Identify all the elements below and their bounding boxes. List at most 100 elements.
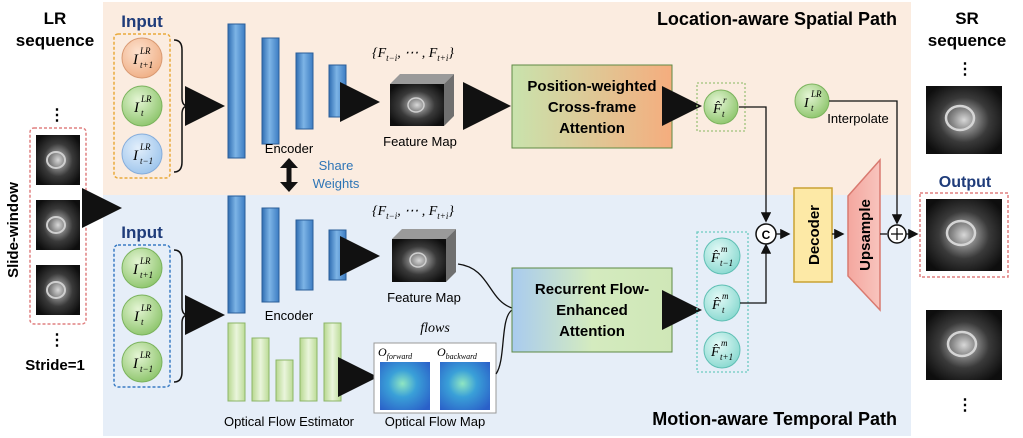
sr-frame-next — [926, 310, 1002, 380]
lr-interpolate-node: I LR t — [794, 83, 830, 119]
svg-text:t−1: t−1 — [720, 258, 733, 268]
spatial-input-t-plus-1: I LR t+1 — [121, 37, 163, 79]
temporal-attention-line3: Attention — [559, 323, 625, 340]
temporal-output-t-minus-1: F̂ m t−1 — [703, 237, 741, 275]
svg-text:LR: LR — [810, 89, 822, 99]
svg-text:F̂: F̂ — [711, 297, 721, 313]
svg-text:t−1: t−1 — [140, 364, 153, 374]
interpolate-line — [829, 100, 903, 225]
flow-map-label: Optical Flow Map — [385, 414, 485, 429]
stride-label: Stride=1 — [25, 357, 85, 374]
svg-text:t: t — [811, 103, 814, 113]
spatial-attention-line1: Position-weighted — [527, 78, 656, 95]
forward-flow-image — [380, 362, 430, 410]
temporal-input-frame — [113, 244, 171, 388]
spatial-input-frame — [113, 33, 171, 179]
upsample-label: Upsample — [857, 199, 874, 271]
decoder-label: Decoder — [806, 205, 823, 265]
svg-text:t+1: t+1 — [720, 352, 733, 362]
backward-flow-image — [440, 362, 490, 410]
share-weights-arrowhead-down — [280, 182, 298, 192]
lr-dots-top: ⋮ — [49, 107, 65, 124]
upsample-block — [847, 158, 881, 312]
spatial-path-background — [103, 2, 911, 195]
lr-dots-bottom: ⋮ — [49, 332, 65, 349]
lr-frame-2 — [36, 200, 80, 250]
share-weights-line1: Share — [319, 158, 354, 173]
temporal-feature-set: {Ft−i, ⋯ , Ft+i} — [372, 204, 454, 221]
sr-dots-top: ⋮ — [957, 61, 973, 78]
spatial-input-t: I LR t — [121, 85, 163, 127]
sr-title-line2: sequence — [928, 31, 1006, 50]
temporal-output-t-plus-1: F̂ m t+1 — [703, 331, 741, 369]
o-backward-label: Obackward — [437, 345, 478, 361]
spatial-feature-map-cube — [390, 74, 454, 126]
interpolate-label: Interpolate — [827, 111, 888, 126]
svg-text:LR: LR — [139, 256, 151, 266]
temporal-to-concat-line — [740, 243, 772, 304]
temporal-input-t-plus-1: I LR t+1 — [121, 247, 163, 289]
svg-text:I: I — [803, 96, 810, 111]
temporal-input-t-minus-1: I LR t−1 — [121, 341, 163, 383]
svg-text:I: I — [132, 52, 139, 68]
svg-text:t+1: t+1 — [140, 60, 153, 70]
lr-title-line2: sequence — [16, 31, 94, 50]
temporal-feature-map-label: Feature Map — [387, 290, 461, 305]
svg-text:LR: LR — [140, 303, 152, 313]
o-forward-label: Oforward — [378, 345, 413, 361]
slide-window-frame — [29, 127, 87, 325]
svg-text:LR: LR — [140, 94, 152, 104]
spatial-to-concat-line — [739, 106, 772, 223]
svg-text:m: m — [721, 244, 728, 254]
sr-title-line1: SR — [955, 9, 979, 28]
spatial-feature-map-label: Feature Map — [383, 134, 457, 149]
svg-text:t+1: t+1 — [140, 270, 153, 280]
temporal-attention-line1: Recurrent Flow- — [535, 281, 649, 298]
spatial-encoder — [227, 23, 347, 159]
svg-text:LR: LR — [139, 46, 151, 56]
output-label: Output — [939, 174, 992, 191]
lr-frame-1 — [36, 135, 80, 185]
temporal-path-background — [103, 195, 911, 436]
svg-text:t−1: t−1 — [140, 156, 153, 166]
spatial-output-node: F̂ r t — [703, 89, 739, 125]
spatial-attention-line2: Cross-frame — [548, 99, 636, 116]
spatial-input-t-minus-1: I LR t−1 — [121, 133, 163, 175]
temporal-input-t: I LR t — [121, 294, 163, 336]
svg-text:LR: LR — [139, 142, 151, 152]
temporal-input-label: Input — [121, 223, 163, 242]
spatial-path-title: Location-aware Spatial Path — [657, 9, 897, 29]
spatial-feature-set: {Ft−i, ⋯ , Ft+i} — [372, 46, 454, 63]
flow-to-attention-connector — [495, 309, 513, 375]
temporal-attention-line2: Enhanced — [556, 302, 628, 319]
svg-text:I: I — [132, 262, 139, 278]
recurrent-flow-attention-block — [511, 267, 673, 353]
temporal-encoder-label: Encoder — [265, 308, 314, 323]
spatial-input-label: Input — [121, 12, 163, 31]
svg-text:I: I — [133, 100, 140, 116]
temporal-output-t: F̂ m t — [703, 284, 741, 322]
svg-text:F̂: F̂ — [710, 344, 720, 360]
output-frame-border — [919, 192, 1009, 278]
sr-frame-previous — [926, 86, 1002, 154]
feature-to-attention-connector — [457, 263, 513, 309]
svg-text:F̂: F̂ — [710, 250, 720, 266]
sr-dots-bottom: ⋮ — [957, 397, 973, 414]
svg-text:t: t — [722, 109, 725, 119]
flows-label: flows — [420, 321, 450, 336]
concat-label: C — [762, 228, 771, 242]
svg-text:r: r — [723, 95, 727, 105]
sr-frame-output — [926, 199, 1002, 271]
temporal-feature-map-cube — [392, 229, 456, 282]
svg-text:m: m — [722, 291, 729, 301]
lr-frame-3 — [36, 265, 80, 315]
lr-title-line1: LR — [44, 9, 67, 28]
spatial-attention-line3: Attention — [559, 120, 625, 137]
svg-text:I: I — [133, 309, 140, 325]
svg-text:m: m — [721, 338, 728, 348]
spatial-encoder-label: Encoder — [265, 141, 314, 156]
svg-text:I: I — [132, 356, 139, 372]
slide-window-label: Slide-window — [5, 182, 22, 278]
flow-estimator-label: Optical Flow Estimator — [224, 414, 355, 429]
